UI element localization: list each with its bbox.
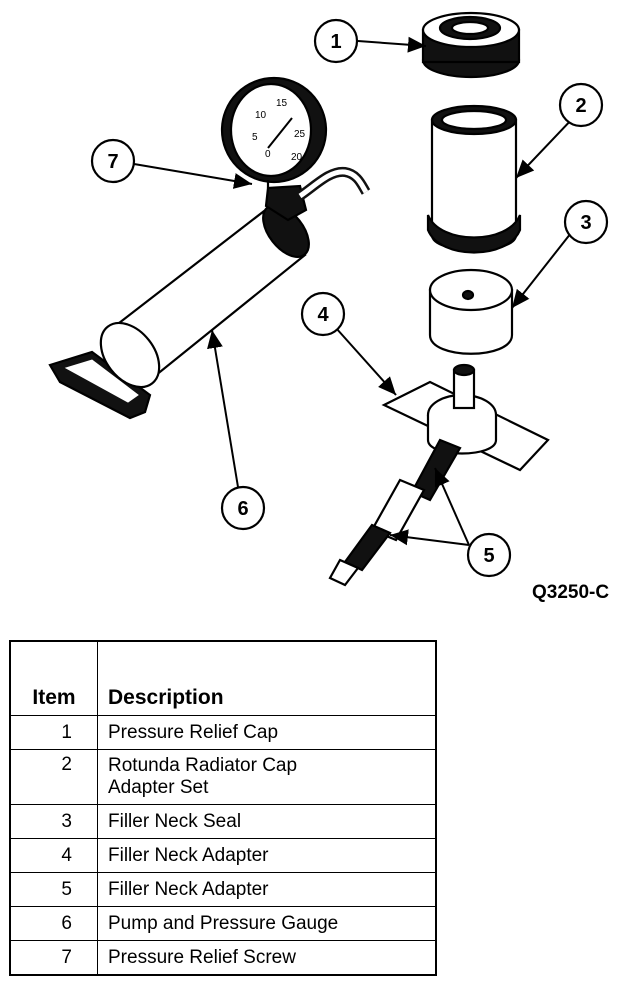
figure-id: Q3250-C [532, 582, 610, 603]
parts-legend-table: Item Description 1 Pressure Relief Cap 2… [9, 640, 437, 976]
callout-number: 4 [317, 304, 329, 326]
item-column-header: Item [9, 640, 98, 716]
gauge-label: 15 [276, 98, 288, 109]
gauge-scale-labels: 5 10 15 20 25 0 [252, 98, 306, 163]
item-description: Pump and Pressure Gauge [97, 906, 437, 941]
callout-number: 6 [237, 498, 248, 520]
callout-number: 2 [575, 95, 586, 117]
gauge-label: 25 [294, 129, 306, 140]
item-number: 6 [9, 906, 98, 941]
radiator-cap-adapter-drawing [426, 104, 522, 254]
item-number: 2 [9, 749, 98, 805]
table-row: 7 Pressure Relief Screw [9, 940, 437, 976]
callout-5 [466, 532, 512, 578]
exploded-parts-illustration: 5 10 15 20 25 0 [48, 11, 609, 587]
callout-4 [300, 291, 346, 337]
item-description: Pressure Relief Screw [97, 940, 437, 976]
leader-lines [133, 36, 575, 546]
table-row: 6 Pump and Pressure Gauge [9, 906, 437, 941]
callout-number: 7 [107, 151, 118, 173]
callout-numbers: 1 2 3 4 5 6 7 [107, 31, 591, 567]
item-description: Pressure Relief Cap [97, 715, 437, 750]
callout-number: 1 [330, 31, 341, 53]
pump-assembly [48, 76, 371, 420]
table-row: 1 Pressure Relief Cap [9, 715, 437, 750]
gauge-label: 0 [265, 149, 271, 160]
gauge-label: 10 [255, 110, 267, 121]
item-number: 7 [9, 940, 98, 976]
filler-neck-adapter-drawing [381, 363, 550, 472]
item-number: 3 [9, 804, 98, 839]
item-description: Rotunda Radiator Cap Adapter Set [97, 749, 437, 805]
callout-circles [90, 18, 609, 578]
callout-3 [563, 199, 609, 245]
pressure-relief-cap-drawing [421, 11, 521, 79]
table-header-row: Item Description [9, 640, 437, 716]
item-description: Filler Neck Adapter [97, 872, 437, 907]
item-number: 1 [9, 715, 98, 750]
filler-neck-seal-drawing [428, 268, 514, 355]
table-row: 3 Filler Neck Seal [9, 804, 437, 839]
item-number: 4 [9, 838, 98, 873]
table-row: 4 Filler Neck Adapter [9, 838, 437, 873]
gauge-label: 5 [252, 132, 258, 143]
callout-2 [558, 82, 604, 128]
callout-number: 3 [580, 212, 591, 234]
item-description: Filler Neck Adapter [97, 838, 437, 873]
coupler-drawing [328, 438, 462, 587]
item-description: Filler Neck Seal [97, 804, 437, 839]
gauge-label: 20 [291, 152, 303, 163]
callout-6 [220, 485, 266, 531]
item-number: 5 [9, 872, 98, 907]
callout-7 [90, 138, 136, 184]
table-row: 5 Filler Neck Adapter [9, 872, 437, 907]
description-column-header: Description [97, 640, 437, 716]
table-row: 2 Rotunda Radiator Cap Adapter Set [9, 749, 437, 805]
callout-number: 5 [483, 545, 494, 567]
callout-1 [313, 18, 359, 64]
